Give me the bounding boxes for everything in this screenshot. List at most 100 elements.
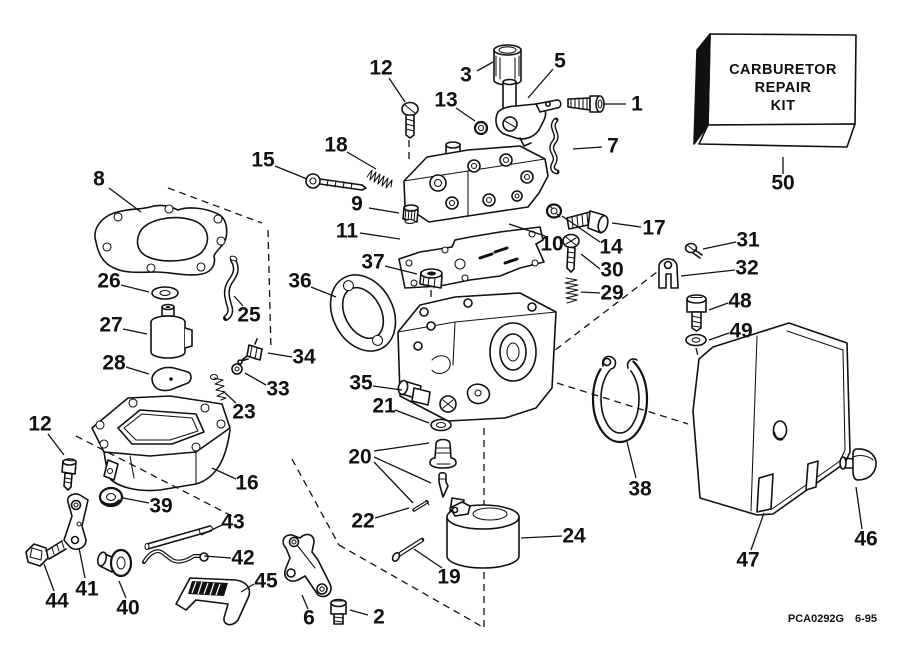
part-carburetor-body — [397, 292, 557, 422]
leader-line-18 — [346, 151, 377, 170]
part-label-33: 33 — [266, 378, 289, 401]
leader-line-12-bottom — [47, 433, 65, 456]
leader-line-28 — [125, 366, 150, 375]
part-label-24: 24 — [562, 525, 586, 548]
leader-line-9 — [368, 207, 400, 214]
part-valve-40 — [96, 548, 133, 578]
part-label-49: 49 — [729, 320, 752, 343]
leader-line-30 — [580, 253, 601, 270]
leader-line-8 — [108, 187, 142, 213]
leader-line-42 — [203, 555, 232, 559]
part-roller-lever — [495, 78, 562, 147]
part-nut-9 — [402, 204, 419, 225]
part-washer-26 — [151, 286, 179, 300]
part-repair-kit-box: CARBURETOR REPAIR KIT — [693, 33, 857, 148]
kit-box-line2: REPAIR — [755, 80, 812, 96]
part-label-3: 3 — [460, 64, 472, 87]
part-label-13: 13 — [434, 89, 457, 112]
part-label-27: 27 — [99, 314, 122, 337]
leader-line-14 — [561, 215, 601, 243]
part-label-40: 40 — [116, 597, 139, 620]
part-label-23: 23 — [232, 401, 255, 424]
part-label-5: 5 — [554, 50, 566, 73]
part-label-44: 44 — [45, 590, 69, 613]
part-label-12-bottom: 12 — [28, 413, 51, 436]
part-grommet-37 — [419, 268, 443, 289]
leader-line-41 — [78, 547, 86, 579]
part-screw-1 — [567, 95, 605, 113]
leader-line-40 — [118, 580, 127, 599]
part-lever-45 — [175, 577, 251, 626]
leader-line-36 — [310, 286, 337, 298]
part-spring-18 — [366, 169, 393, 189]
leader-line-5 — [527, 68, 554, 99]
leader-line-15 — [274, 165, 308, 180]
leader-line-20 — [373, 456, 432, 484]
leader-line-20 — [373, 461, 414, 504]
part-screw-15 — [305, 173, 367, 191]
part-screw-2 — [330, 598, 347, 625]
leader-line-48 — [708, 302, 729, 311]
leader-line-39 — [122, 497, 150, 504]
part-screw-17 — [566, 210, 609, 234]
part-label-12-top: 12 — [369, 57, 392, 80]
part-screw-30 — [562, 233, 580, 273]
part-mount-gasket-8 — [94, 204, 228, 276]
part-screw-48 — [686, 294, 707, 332]
callout-layer: 1235678910111212131415161718192021222324… — [28, 50, 877, 630]
leader-line-44 — [43, 563, 55, 592]
leader-line-16 — [211, 467, 237, 480]
part-diaphragm-28 — [151, 366, 192, 392]
part-label-21: 21 — [372, 395, 396, 418]
leader-line-25 — [233, 295, 244, 307]
part-screw-12-top — [401, 101, 419, 139]
part-label-41: 41 — [75, 578, 99, 601]
part-label-30: 30 — [600, 259, 623, 282]
leader-line-6 — [301, 594, 309, 610]
leader-line-27 — [122, 328, 148, 335]
part-link-rod — [549, 117, 560, 175]
leader-line-20 — [373, 442, 430, 452]
part-cap — [493, 44, 522, 86]
part-clip-32 — [658, 258, 679, 289]
part-label-47: 47 — [736, 549, 759, 572]
leader-line-29 — [580, 291, 601, 294]
leader-line-26 — [120, 284, 150, 293]
part-plunger-cup-27 — [150, 303, 193, 359]
part-label-17: 17 — [642, 217, 665, 240]
part-bracket-41 — [63, 493, 89, 550]
part-label-1: 1 — [631, 93, 643, 116]
leader-line-12-top — [388, 77, 406, 103]
part-flange-gasket-36 — [329, 274, 397, 352]
part-silencer-cover-47 — [692, 322, 851, 516]
part-label-43: 43 — [221, 511, 244, 534]
diagram-date: 6-95 — [855, 613, 877, 625]
part-label-11: 11 — [336, 220, 359, 243]
leader-line-32 — [680, 269, 736, 277]
leader-line-43 — [200, 524, 223, 536]
part-spring-29 — [564, 277, 579, 304]
leader-line-49 — [708, 332, 730, 341]
kit-box-line1: CARBURETOR — [729, 62, 837, 78]
part-fuel-pump-housing — [403, 141, 549, 223]
leader-line-21 — [394, 409, 430, 424]
part-label-7: 7 — [607, 135, 619, 158]
part-screw-12-bottom — [61, 458, 77, 491]
part-link-42 — [142, 549, 209, 564]
part-screw-31 — [684, 242, 703, 259]
part-label-46: 46 — [854, 528, 877, 551]
part-label-50: 50 — [771, 172, 794, 195]
leader-line-35 — [372, 385, 403, 391]
leader-line-34 — [267, 352, 293, 358]
leader-line-23 — [222, 390, 237, 404]
leader-line-17 — [611, 222, 642, 228]
leader-line-38 — [626, 441, 637, 479]
leader-line-13 — [455, 107, 476, 122]
part-washer-49 — [685, 333, 707, 347]
part-label-36: 36 — [288, 270, 311, 293]
leader-line-10 — [508, 223, 546, 237]
part-label-25: 25 — [237, 304, 261, 327]
part-label-26: 26 — [97, 270, 120, 293]
part-plug-20 — [429, 438, 457, 469]
